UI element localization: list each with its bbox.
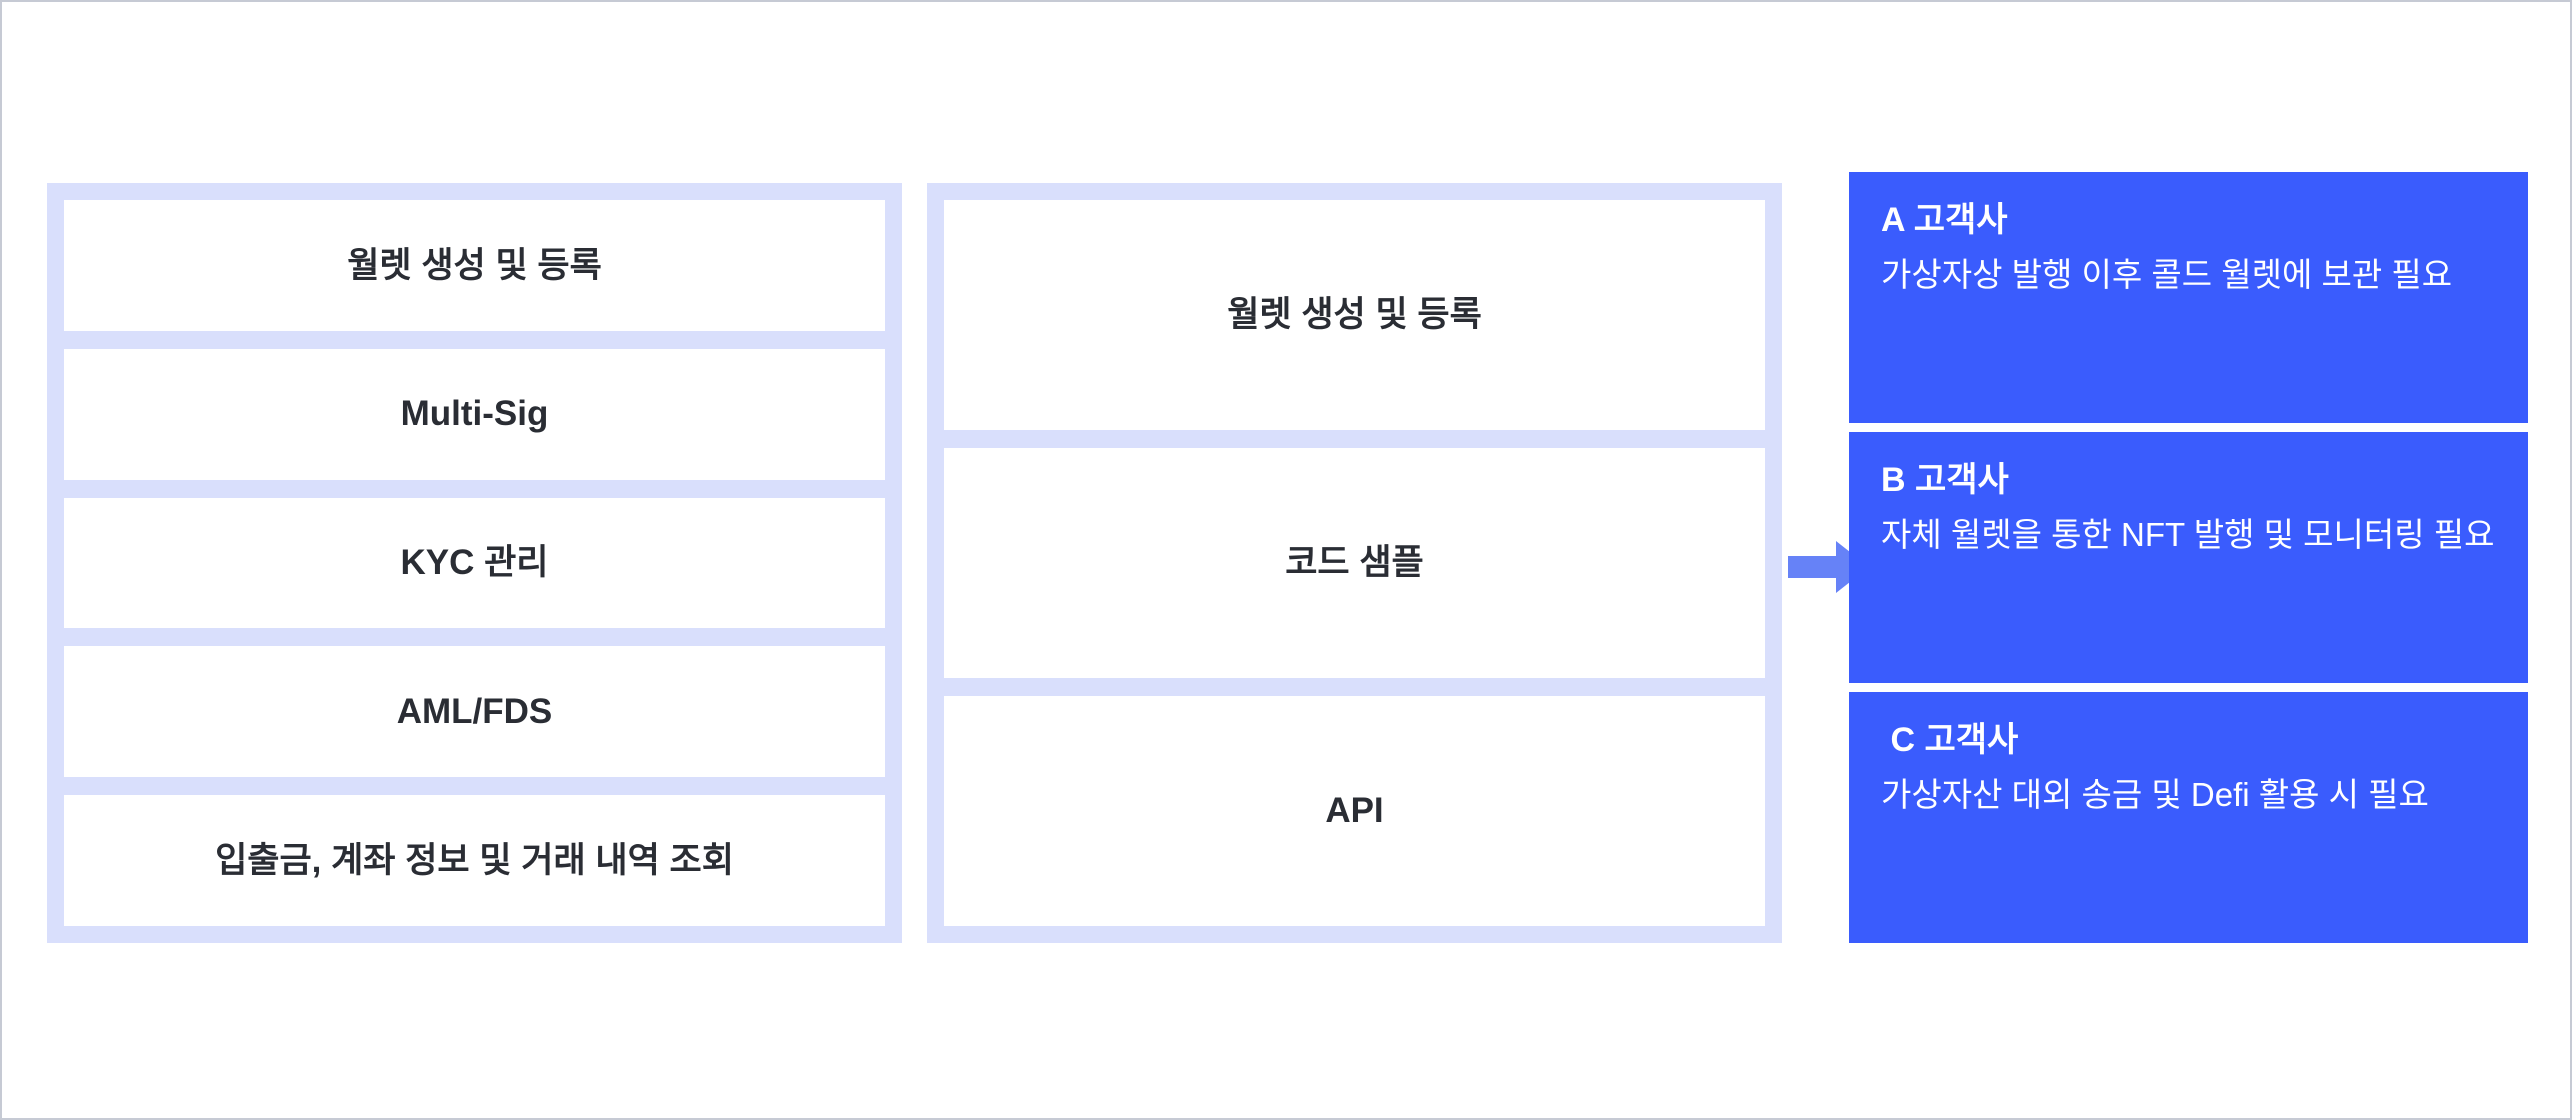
customer-cards-group: A 고객사 가상자상 발행 이후 콜드 월렛에 보관 필요 B 고객사 자체 월… (1849, 172, 2528, 943)
customer-card-a[interactable]: A 고객사 가상자상 발행 이후 콜드 월렛에 보관 필요 (1849, 172, 2528, 423)
delivery-cell[interactable]: API (944, 696, 1765, 926)
arrow-right-icon (1788, 541, 1869, 593)
delivery-cell[interactable]: 코드 샘플 (944, 448, 1765, 678)
capability-cell[interactable]: Multi-Sig (64, 348, 885, 480)
customer-card-description: 가상자상 발행 이후 콜드 월렛에 보관 필요 (1881, 256, 2453, 294)
delivery-label: 코드 샘플 (1285, 543, 1424, 583)
capability-label: 입출금, 계좌 정보 및 거래 내역 조회 (215, 840, 734, 880)
capability-cell[interactable]: KYC 관리 (64, 497, 885, 629)
capability-cell[interactable]: 월렛 생성 및 등록 (64, 200, 885, 331)
capability-label: Multi-Sig (400, 394, 549, 434)
capability-label: KYC 관리 (400, 543, 549, 583)
wallet-capabilities-group: 월렛 생성 및 등록 Multi-Sig KYC 관리 AML/FDS 입출금,… (47, 183, 902, 943)
delivery-label: API (1325, 791, 1384, 831)
capability-cell[interactable]: AML/FDS (64, 646, 885, 778)
capability-cell[interactable]: 입출금, 계좌 정보 및 거래 내역 조회 (64, 795, 885, 926)
delivery-label: 월렛 생성 및 등록 (1227, 295, 1482, 335)
customer-card-title: C 고객사 (1881, 721, 2019, 759)
delivery-cell[interactable]: 월렛 생성 및 등록 (944, 200, 1765, 430)
capability-label: AML/FDS (396, 691, 553, 731)
customer-card-title: A 고객사 (1881, 201, 2008, 239)
customer-card-title: B 고객사 (1881, 461, 2009, 499)
delivery-methods-group: 월렛 생성 및 등록 코드 샘플 API (927, 183, 1782, 943)
customer-card-c[interactable]: C 고객사 가상자산 대외 송금 및 Defi 활용 시 필요 (1849, 692, 2528, 943)
customer-card-description: 가상자산 대외 송금 및 Defi 활용 시 필요 (1881, 776, 2429, 814)
customer-card-description: 자체 월렛을 통한 NFT 발행 및 모니터링 필요 (1881, 516, 2495, 554)
capability-label: 월렛 생성 및 등록 (347, 245, 602, 285)
customer-card-b[interactable]: B 고객사 자체 월렛을 통한 NFT 발행 및 모니터링 필요 (1849, 432, 2528, 683)
